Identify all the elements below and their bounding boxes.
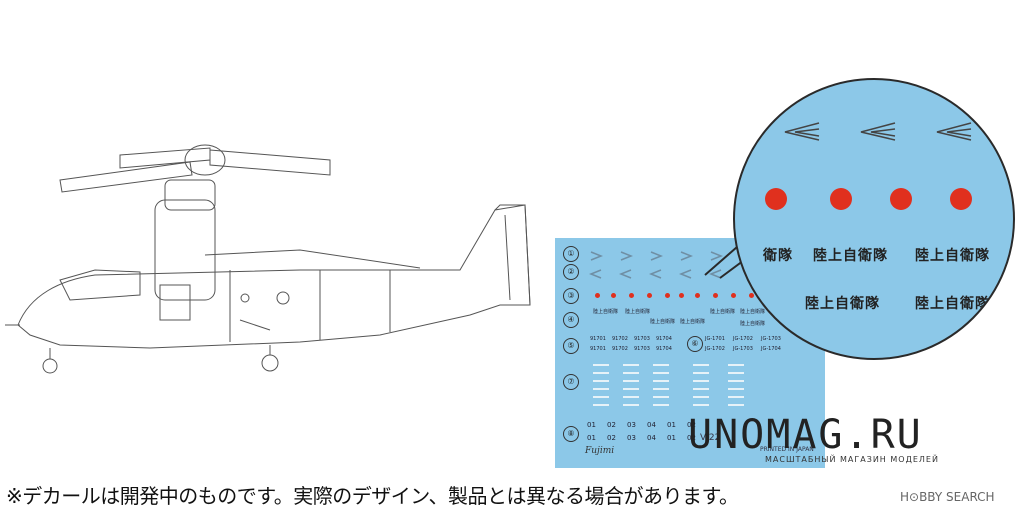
serial-decal: JG-1701 — [705, 336, 725, 342]
zoom-jgsdf: 陸上自衛隊 — [805, 296, 880, 312]
row-number-7: ⑦ — [563, 374, 579, 390]
hinomaru-dot — [731, 293, 736, 298]
brand-logo: Fujimi — [585, 446, 615, 456]
serial-decal: 91701 — [590, 346, 606, 352]
serial-decal: 91704 — [656, 346, 672, 352]
jgsdf-decal: 陸上自衛隊 — [625, 309, 651, 315]
sheet-code: V-22 — [700, 433, 721, 443]
jgsdf-decal: 陸上自衛隊 — [593, 309, 619, 315]
caption-note: ※デカールは開発中のものです。実際のデザイン、製品とは異なる場合があります。 — [6, 484, 739, 508]
sheet-printed: PRINTED IN JAPAN — [760, 446, 814, 453]
hinomaru-dot — [749, 293, 754, 298]
row-number-8: ⑧ — [563, 426, 579, 442]
zoom-jgsdf: 衛隊 — [763, 248, 793, 264]
serial-decal: 91701 — [590, 336, 606, 342]
hinomaru-dot — [665, 293, 670, 298]
digit-decal: 02 — [687, 421, 696, 429]
zoom-jgsdf: 陸上自衛隊 — [915, 296, 990, 312]
zoom-jgsdf: 陸上自衛隊 — [915, 248, 990, 264]
serial-decal: JG-1702 — [733, 336, 753, 342]
digit-decal: 03 — [627, 421, 636, 429]
digit-decal: 02 — [687, 434, 696, 442]
digit-decal: 01 — [587, 421, 596, 429]
zoom-hinomaru — [830, 188, 852, 210]
serial-decal: 91703 — [634, 336, 650, 342]
hinomaru-dot — [713, 293, 718, 298]
serial-decal: 91702 — [612, 346, 628, 352]
digit-decal: 02 — [607, 421, 616, 429]
row-number-3: ③ — [563, 288, 579, 304]
jgsdf-decal: 陸上自衛隊 — [710, 309, 736, 315]
hinomaru-dot — [629, 293, 634, 298]
hinomaru-dot — [611, 293, 616, 298]
serial-decal: 91703 — [634, 346, 650, 352]
row-number-6: ⑥ — [687, 336, 703, 352]
hobby-search-logo: H⊙BBY SEARCH — [900, 490, 995, 504]
digit-decal: 02 — [607, 434, 616, 442]
row-number-4: ④ — [563, 312, 579, 328]
watermark-logo: UNOMAG.RU — [688, 412, 923, 458]
digit-decal: 03 — [627, 434, 636, 442]
hinomaru-dot — [647, 293, 652, 298]
jgsdf-decal: 陸上自衛隊 — [680, 319, 706, 325]
hinomaru-dot — [679, 293, 684, 298]
zoom-hinomaru — [950, 188, 972, 210]
chevron-marks-zoom — [784, 122, 972, 141]
zoom-hinomaru — [765, 188, 787, 210]
row-number-5: ⑤ — [563, 338, 579, 354]
osprey-line-drawing — [5, 144, 531, 374]
digit-decal: 04 — [647, 434, 656, 442]
serial-decal: JG-1703 — [761, 336, 781, 342]
row-number-1: ① — [563, 246, 579, 262]
hinomaru-dot — [695, 293, 700, 298]
serial-decal: JG-1704 — [761, 346, 781, 352]
serial-decal: 91704 — [656, 336, 672, 342]
serial-decal: JG-1702 — [705, 346, 725, 352]
jgsdf-decal: 陸上自衛隊 — [650, 319, 676, 325]
serial-decal: JG-1703 — [733, 346, 753, 352]
digit-decal: 01 — [667, 421, 676, 429]
digit-decal: 01 — [587, 434, 596, 442]
decal-zoom-view: 衛隊 陸上自衛隊 陸上自衛隊 陸上自衛隊 陸上自衛隊 — [733, 78, 1015, 360]
jgsdf-decal: 陸上自衛隊 — [740, 321, 766, 327]
zoom-hinomaru — [890, 188, 912, 210]
row-number-2: ② — [563, 264, 579, 280]
dash-grid — [593, 364, 773, 414]
watermark-subtitle: МАСШТАБНЫЙ МАГАЗИН МОДЕЛЕЙ — [765, 455, 939, 464]
hinomaru-dot — [595, 293, 600, 298]
serial-decal: 91702 — [612, 336, 628, 342]
jgsdf-decal: 陸上自衛隊 — [740, 309, 766, 315]
digit-decal: 01 — [667, 434, 676, 442]
digit-decal: 04 — [647, 421, 656, 429]
zoom-jgsdf: 陸上自衛隊 — [813, 248, 888, 264]
